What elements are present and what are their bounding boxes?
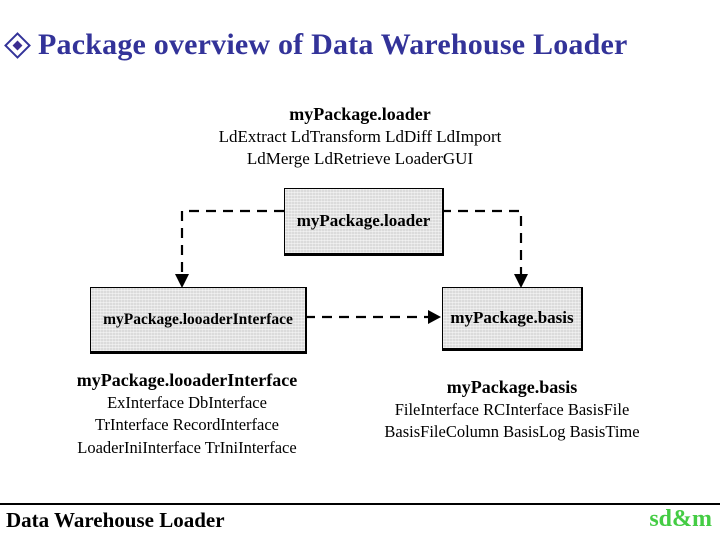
diamond-bullet-icon	[4, 31, 31, 59]
node-label: myPackage.basis	[450, 308, 574, 327]
node-mypackage-basis: myPackage.basis	[442, 287, 583, 351]
footer-divider	[0, 503, 720, 505]
slide-title-row: Package overview of Data Warehouse Loade…	[4, 28, 628, 62]
arrowhead-down-right-icon	[514, 274, 528, 288]
edge-loader-to-interface	[180, 209, 284, 275]
basis-summary-heading: myPackage.basis	[446, 377, 578, 397]
basis-package-summary: myPackage.basis FileInterface RCInterfac…	[372, 376, 652, 444]
arrowhead-right-icon	[428, 310, 441, 324]
interface-summary-line-2: TrInterface RecordInterface	[95, 415, 279, 434]
sdm-logo: sd&m	[649, 506, 712, 532]
node-label: myPackage.looaderInterface	[103, 310, 293, 328]
edge-loader-to-basis	[441, 209, 523, 275]
loader-summary-line-1: LdExtract LdTransform LdDiff LdImport	[218, 126, 502, 146]
footer-title: Data Warehouse Loader	[6, 508, 225, 532]
interface-summary-line-1: ExInterface DbInterface	[107, 392, 267, 412]
node-mypackage-looaderinterface: myPackage.looaderInterface	[90, 287, 307, 354]
interface-summary-line-3: LoaderIniInterface TrIniInterface	[77, 437, 297, 457]
interface-summary-heading: myPackage.looaderInterface	[76, 370, 298, 390]
basis-summary-line-2: BasisFileColumn BasisLog BasisTime	[384, 422, 640, 441]
node-label: myPackage.loader	[296, 211, 431, 230]
node-mypackage-loader: myPackage.loader	[284, 188, 444, 256]
loader-package-summary: myPackage.loader LdExtract LdTransform L…	[160, 103, 560, 171]
loader-summary-line-2: LdMerge LdRetrieve LoaderGUI	[246, 149, 474, 168]
loader-summary-heading: myPackage.loader	[289, 104, 431, 124]
page-title: Package overview of Data Warehouse Loade…	[38, 28, 628, 61]
basis-summary-line-1: FileInterface RCInterface BasisFile	[394, 399, 630, 419]
diamond-bullet-core	[12, 40, 23, 50]
arrowhead-down-left-icon	[175, 274, 189, 288]
interface-package-summary: myPackage.looaderInterface ExInterface D…	[42, 369, 332, 459]
